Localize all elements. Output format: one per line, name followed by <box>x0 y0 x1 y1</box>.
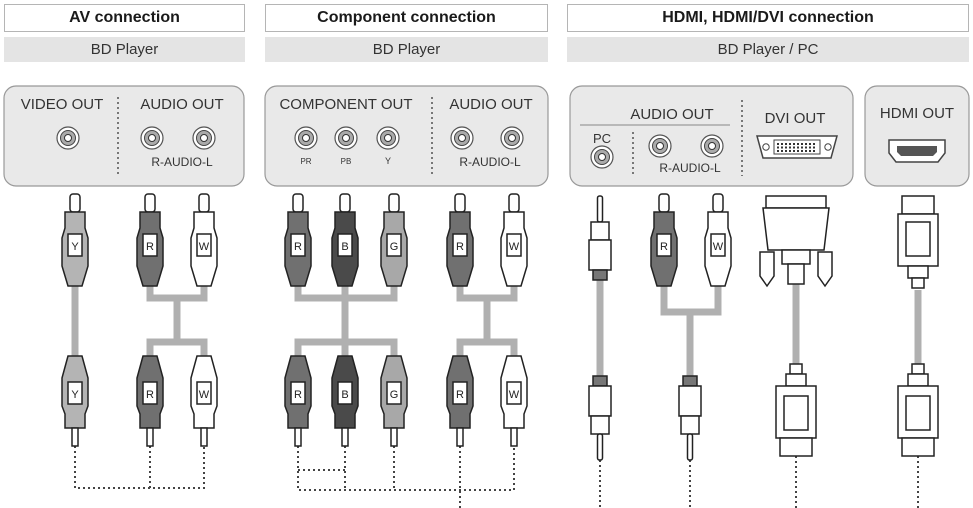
hdmi-out-label: HDMI OUT <box>880 105 954 122</box>
av-audio-top-cable <box>146 284 208 302</box>
av-bottom-audio-l-plug-letter: W <box>199 389 210 401</box>
comp-audio-top-cable <box>456 284 518 302</box>
comp-bottom-pb-plug-letter: B <box>341 389 348 401</box>
y-label: Y <box>385 156 391 166</box>
hdmi-connection-subtitle: BD Player / PC <box>567 37 969 62</box>
comp-audio-l-jack-icon <box>500 126 524 150</box>
comp-audio-out-label: AUDIO OUT <box>449 96 532 113</box>
comp-top-pr-plug: R <box>284 193 312 287</box>
av-panel: VIDEO OUT AUDIO OUT R-AUDIO-L <box>3 85 245 187</box>
hd-top-audio-l-plug-letter: W <box>713 241 724 253</box>
av-bottom-audio-r-plug: R <box>136 355 164 447</box>
component-out-label: COMPONENT OUT <box>279 96 412 113</box>
av-audio-out-label: AUDIO OUT <box>140 96 223 113</box>
hd-audio-bottom-plug <box>678 375 702 461</box>
dvi-out-label: DVI OUT <box>765 110 826 127</box>
hd-audio-out-label: AUDIO OUT <box>630 106 713 123</box>
comp-top-audio-r-plug: R <box>446 193 474 287</box>
hd-audio-sub-label: R-AUDIO-L <box>659 161 721 175</box>
av-bottom-video-plug-letter: Y <box>71 389 79 401</box>
component-panel: COMPONENT OUT AUDIO OUT PR PB Y R-AUDIO-… <box>264 85 549 187</box>
comp-top-pb-plug-letter: B <box>341 241 348 253</box>
comp-top-pb-plug: B <box>331 193 359 287</box>
pc-audio-bottom-plug <box>588 375 612 461</box>
hdmi-port-icon <box>888 139 946 163</box>
hd-audio-l-jack-icon <box>700 134 724 158</box>
av-audio-bot-cable <box>146 338 208 356</box>
comp-bottom-audio-r-plug: R <box>446 355 474 447</box>
video-out-label: VIDEO OUT <box>21 96 104 113</box>
audio-l-jack-icon <box>192 126 216 150</box>
pc-audio-jack-icon <box>590 145 614 169</box>
hdmi-top-plug <box>897 195 939 289</box>
hd-top-audio-r-plug: R <box>650 193 678 287</box>
av-bottom-audio-l-plug: W <box>190 355 218 447</box>
comp-bottom-y-plug-letter: G <box>390 389 399 401</box>
video-jack-icon <box>56 126 80 150</box>
dvi-bottom-hdmi-plug <box>775 363 817 457</box>
comp-audio-sub-label: R-AUDIO-L <box>459 155 521 169</box>
av-top-audio-r-plug: R <box>136 193 164 287</box>
av-connection-title: AV connection <box>4 4 245 32</box>
hdmi-panel: HDMI OUT <box>864 85 970 187</box>
comp-top-pr-plug-letter: R <box>294 241 302 253</box>
comp-top-audio-r-plug-letter: R <box>456 241 464 253</box>
av-bottom-video-plug: Y <box>61 355 89 447</box>
av-top-audio-l-plug-letter: W <box>199 241 210 253</box>
pr-jack-icon <box>294 126 318 150</box>
comp-top-y-plug-letter: G <box>390 241 399 253</box>
comp-top-audio-l-plug: W <box>500 193 528 287</box>
pb-jack-icon <box>334 126 358 150</box>
av-audio-sub-label: R-AUDIO-L <box>151 155 213 169</box>
hd-top-audio-l-plug: W <box>704 193 732 287</box>
av-dotted-line <box>74 446 205 489</box>
hd-audio-top-cable <box>660 284 722 316</box>
pc-label: PC <box>593 131 611 146</box>
comp-top-audio-l-plug-letter: W <box>509 241 520 253</box>
comp-bottom-y-plug: G <box>380 355 408 447</box>
dvi-port-icon <box>756 135 838 159</box>
comp-bottom-pr-plug: R <box>284 355 312 447</box>
dvi-top-plug <box>759 195 833 288</box>
component-connection-title: Component connection <box>265 4 548 32</box>
comp-bottom-audio-r-plug-letter: R <box>456 389 464 401</box>
av-top-video-plug-letter: Y <box>71 241 79 253</box>
comp-audio-bot-cable <box>456 338 518 356</box>
av-top-audio-r-plug-letter: R <box>146 241 154 253</box>
comp-dotted-line <box>297 446 515 491</box>
pb-label: PB <box>341 157 352 166</box>
comp-bottom-pb-plug: B <box>331 355 359 447</box>
pr-label: PR <box>300 157 311 166</box>
comp-bottom-pr-plug-letter: R <box>294 389 302 401</box>
comp-top-y-plug: G <box>380 193 408 287</box>
av-connection-subtitle: BD Player <box>4 37 245 62</box>
av-top-audio-l-plug: W <box>190 193 218 287</box>
comp-bottom-audio-l-plug-letter: W <box>509 389 520 401</box>
pc-audio-top-plug <box>588 195 612 281</box>
hd-audio-r-jack-icon <box>648 134 672 158</box>
y-jack-icon <box>376 126 400 150</box>
av-top-video-plug: Y <box>61 193 89 287</box>
component-connection-subtitle: BD Player <box>265 37 548 62</box>
audio-r-jack-icon <box>140 126 164 150</box>
av-bottom-audio-r-plug-letter: R <box>146 389 154 401</box>
hdmi-dvi-panel: AUDIO OUT PC R-AUDIO-L DVI OUT <box>569 85 854 187</box>
hd-top-audio-r-plug-letter: R <box>660 241 668 253</box>
comp-bottom-audio-l-plug: W <box>500 355 528 447</box>
comp-audio-r-jack-icon <box>450 126 474 150</box>
hdmi-bottom-plug <box>897 363 939 457</box>
hdmi-connection-title: HDMI, HDMI/DVI connection <box>567 4 969 32</box>
